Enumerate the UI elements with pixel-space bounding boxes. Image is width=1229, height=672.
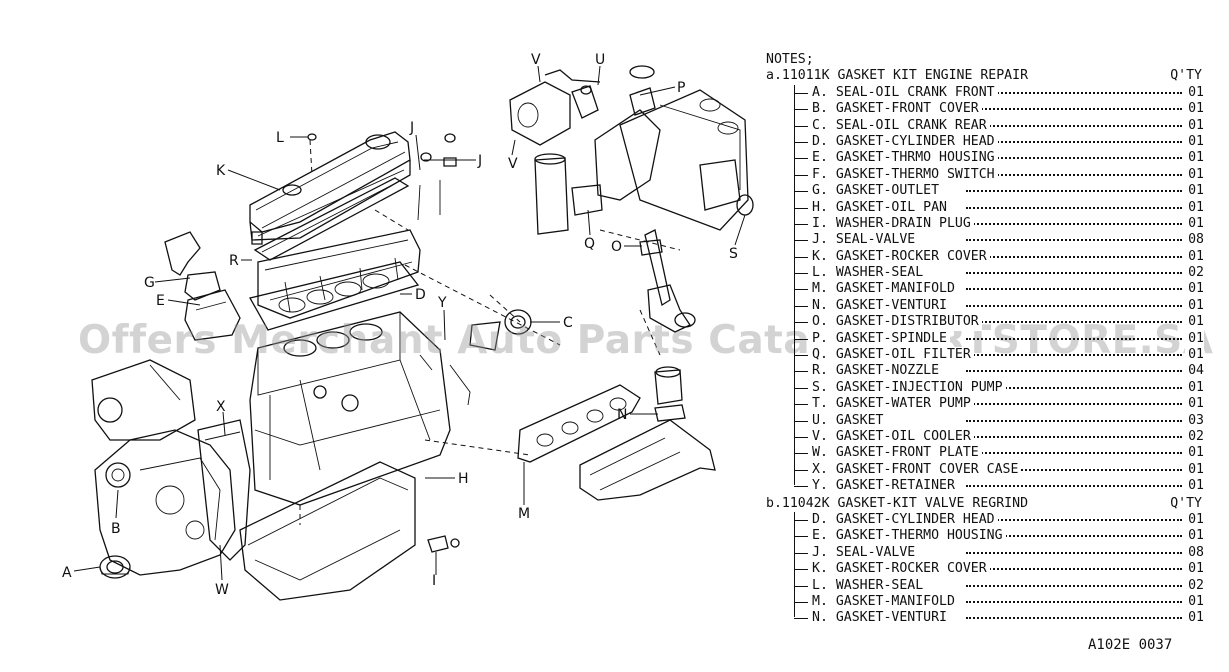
callout-L: L: [276, 130, 284, 146]
callout-A: A: [62, 565, 72, 581]
kit-b-header: b.11042K GASKET-KIT VALVE REGRIND Q'TY: [766, 496, 1216, 512]
kit-b-title: b.11042K GASKET-KIT VALVE REGRIND: [766, 495, 1029, 511]
engine-block: [249, 311, 451, 506]
injection-pump-bracket: [594, 65, 754, 231]
callout-W: W: [215, 582, 229, 598]
kit-a-title: a.11011K GASKET KIT ENGINE REPAIR: [766, 68, 1029, 84]
callout-M: M: [518, 506, 530, 522]
oil-pan: [239, 461, 416, 601]
callout-V-bottom: V: [508, 156, 518, 172]
callout-V-top: V: [531, 52, 541, 68]
kit-b: b.11042K GASKET-KIT VALVE REGRIND Q'TY D…: [766, 496, 1216, 627]
kit-b-tree-line: [794, 511, 795, 617]
kit-a-qty-header: Q'TY: [1170, 68, 1202, 84]
callout-K: K: [216, 163, 226, 179]
distributor: [639, 229, 696, 333]
callout-Q: Q: [584, 236, 595, 252]
callout-U: U: [595, 52, 605, 68]
callout-B: B: [111, 521, 121, 537]
callout-I: I: [432, 573, 436, 589]
callout-Y: Y: [437, 295, 447, 311]
callout-R: R: [229, 253, 239, 269]
callout-G: G: [144, 275, 155, 291]
callout-C: C: [563, 315, 573, 331]
callout-N: N: [617, 407, 627, 423]
callout-E: E: [156, 293, 165, 309]
callout-H: H: [458, 471, 469, 487]
callout-D: D: [415, 287, 426, 303]
leader-lines: [73, 65, 746, 581]
water-pump: [91, 359, 196, 441]
front-cover: [94, 429, 236, 576]
cylinder-head: [257, 229, 421, 319]
kit-a-tree-line: [794, 84, 795, 485]
diagram-code: A102E 0037: [1088, 637, 1173, 653]
oil-cooler: [509, 69, 601, 146]
assembly-lines: [309, 139, 681, 456]
oil-filter: [534, 153, 603, 235]
callout-P: P: [677, 80, 685, 96]
kit-a: a.11011K GASKET KIT ENGINE REPAIR Q'TY A…: [766, 68, 1216, 495]
notes-title: NOTES;: [766, 52, 814, 67]
manifold: [517, 366, 716, 501]
callout-J-top: J: [409, 120, 414, 136]
callout-S: S: [729, 246, 738, 262]
callout-O: O: [611, 239, 622, 255]
callout-X: X: [216, 399, 226, 415]
front-plate: [197, 419, 251, 561]
kit-a-header: a.11011K GASKET KIT ENGINE REPAIR Q'TY: [766, 68, 1216, 84]
head-gasket: [249, 261, 420, 331]
thermo-housing: [164, 231, 241, 341]
notes-panel: NOTES; a.11011K GASKET KIT ENGINE REPAIR…: [766, 52, 1216, 627]
crank-front-seal: [99, 555, 131, 579]
rocker-cover-gasket: [253, 177, 410, 261]
kit-b-qty-header: Q'TY: [1170, 495, 1202, 511]
callout-J-right: J: [477, 153, 482, 169]
rocker-cover: [249, 131, 411, 241]
